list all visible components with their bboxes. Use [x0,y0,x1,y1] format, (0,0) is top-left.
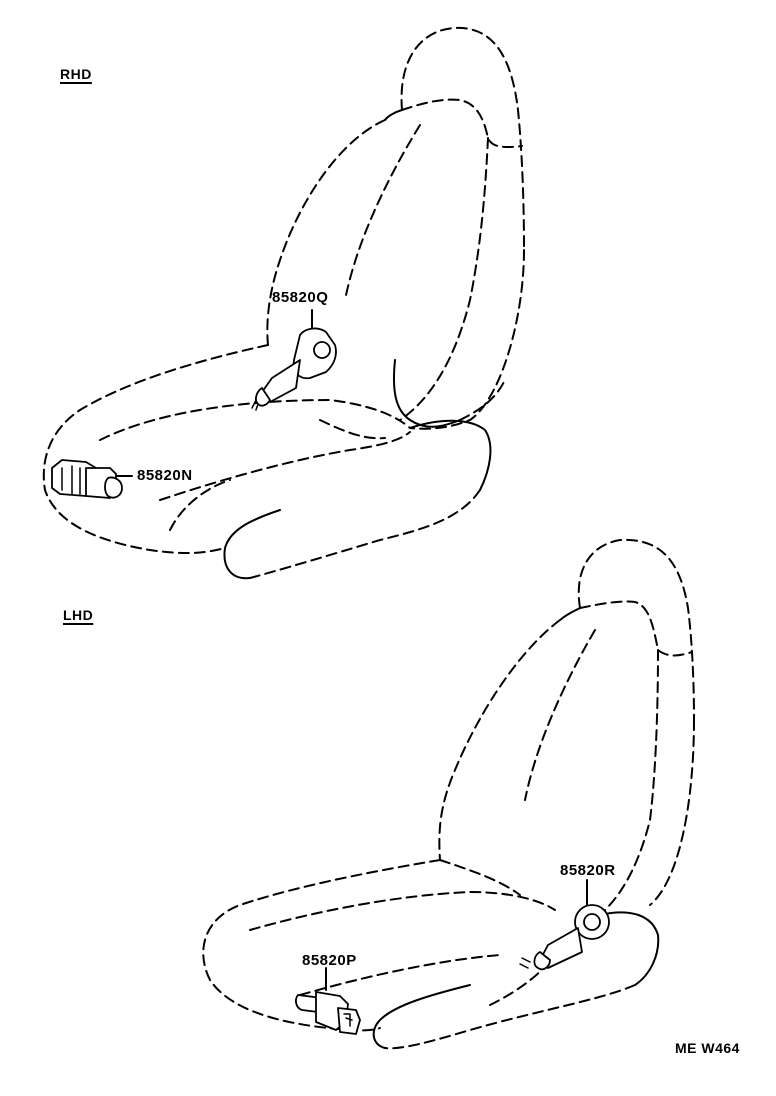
lhd-section-label: LHD [63,607,94,623]
part-number-85820q: 85820Q [272,289,329,306]
lhd-slide-motor [295,967,361,1035]
lhd-seat-outline [202,538,695,1050]
part-number-85820p: 85820P [302,952,357,969]
lhd-recline-motor [519,879,610,971]
rhd-slide-motor [51,459,133,499]
rhd-seat-outline [42,26,525,580]
figure-code: ME W464 [675,1040,740,1056]
part-number-85820n: 85820N [137,467,193,484]
rhd-recline-motor [251,309,337,411]
part-number-85820r: 85820R [560,862,616,879]
rhd-section-label: RHD [60,66,92,82]
